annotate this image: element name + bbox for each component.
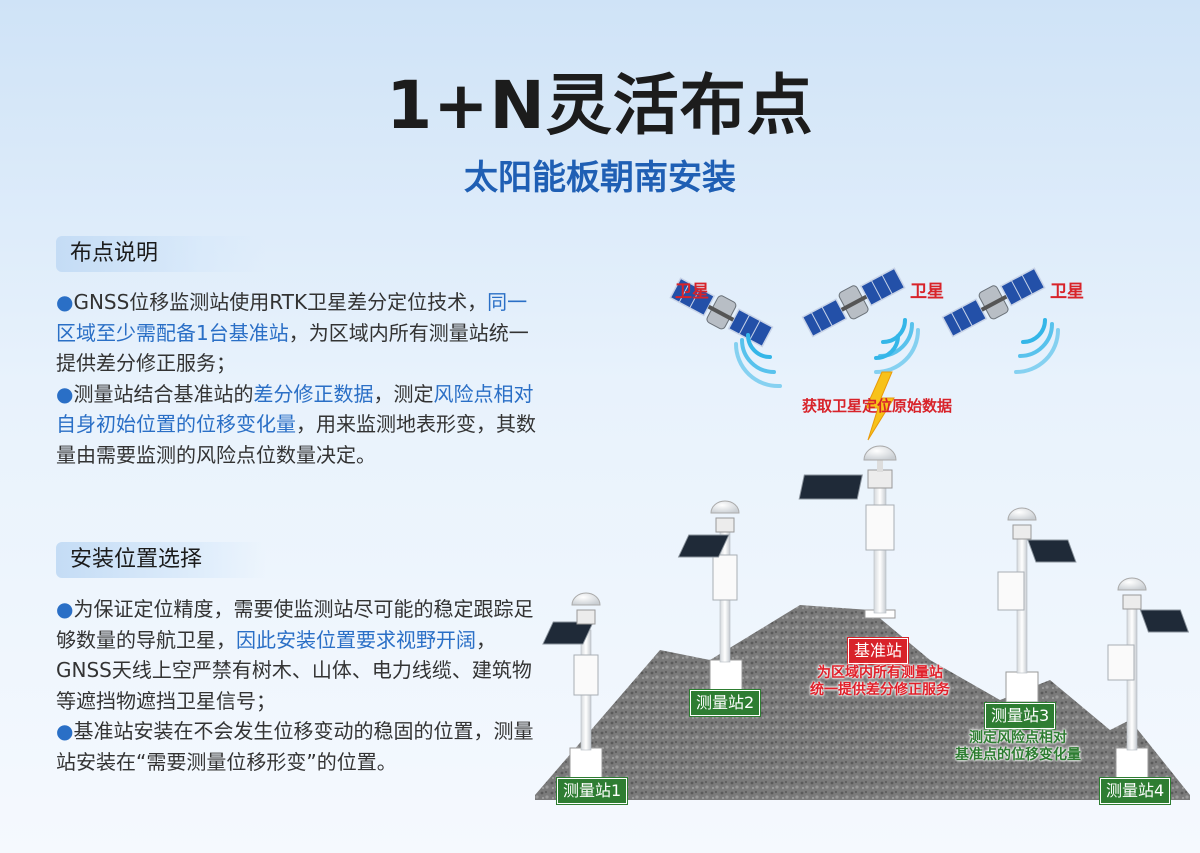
station-3-graphic	[997, 507, 1077, 703]
text: ，为区域内所有测量站统一提供差分修正服务；	[56, 320, 529, 376]
highlight-text: 差分修正数据	[253, 381, 374, 406]
page-subtitle: 太阳能板朝南安装	[464, 158, 736, 198]
text: GNSS位移监测站使用RTK卫星差分定位技术，	[73, 290, 488, 314]
highlight-text: 同一区域至少需配备1台基准站	[56, 290, 528, 345]
bullet-icon: ●	[56, 719, 74, 743]
satellite-icon	[669, 277, 774, 348]
diagram-graphics	[535, 267, 1190, 800]
text: 测量站结合基准站的	[73, 381, 254, 406]
text: 测量站安装在“需要测量位移形变”的位置。	[56, 719, 534, 774]
satellite-icon	[941, 267, 1046, 338]
note-line: 测定风险点相对	[969, 730, 1067, 746]
lightning-bolt-icon	[865, 371, 895, 441]
signal-label: 获取卫星定位原始数据	[802, 397, 953, 415]
bullet-icon: ●	[56, 290, 74, 314]
station-3-tag: 测量站3	[985, 703, 1056, 729]
highlight-text: 风险点相对自身初始位置的位移变化量	[56, 381, 534, 437]
base-station-tag: 基准站	[848, 638, 909, 664]
section-heading-installation: 安装位置选择	[56, 542, 266, 578]
station-2-tag: 测量站2	[690, 690, 761, 716]
satellite-label: 卫星	[1050, 282, 1084, 302]
note-line: 基准点的位移变化量	[955, 747, 1081, 763]
station-3-note: 测定风险点相对 基准点的位移变化量	[938, 730, 1098, 764]
installation-description: ●为保证定位精度，需要使监测站尽可能的稳定跟踪足够数量的导航卫星，因此安装位置要…	[56, 594, 536, 777]
bullet-icon: ●	[56, 597, 74, 621]
text: ，用来监测地表形变，其数量由需要监测的风险点位数量决定。	[56, 412, 536, 467]
note-line: 统一提供差分修正服务	[810, 682, 950, 698]
monitoring-diagram: 卫星 卫星 卫星 获取卫星定位原始数据 基准站 为区域内所有测量站 统一提供差分…	[530, 260, 1200, 853]
satellite-label: 卫星	[675, 282, 709, 302]
station-2-graphic	[677, 500, 743, 691]
satellite-label: 卫星	[910, 282, 944, 302]
text: 为保证定位精度，需要使监测站尽可能的稳定跟踪足够数量的导航卫星，	[56, 597, 534, 652]
signal-waves-icon	[874, 318, 920, 374]
text: 基准站安装在不会发生位移变动的稳固的位置，	[73, 719, 494, 743]
satellite-icon	[801, 267, 906, 338]
base-station-note: 为区域内所有测量站 统一提供差分修正服务	[795, 665, 965, 699]
station-1-graphic	[542, 592, 603, 784]
signal-waves-icon	[733, 333, 900, 389]
station-1-tag: 测量站1	[557, 778, 628, 804]
base-station-graphic	[798, 445, 897, 619]
station-4-tag: 测量站4	[1100, 778, 1171, 804]
signal-waves-icon	[1014, 318, 1060, 374]
section-heading-layout: 布点说明	[56, 236, 266, 272]
text: ，GNSS天线上空严禁有树木、山体、电力线缆、建筑物等遮挡物遮挡卫星信号；	[56, 627, 532, 713]
page-title: 1+N灵活布点	[386, 67, 814, 144]
note-line: 为区域内所有测量站	[817, 665, 943, 681]
text: ，测定	[373, 381, 434, 406]
highlight-text: 因此安装位置要求视野开阔	[236, 627, 476, 652]
layout-description: ●GNSS位移监测站使用RTK卫星差分定位技术，同一区域至少需配备1台基准站，为…	[56, 287, 536, 470]
station-4-graphic	[1107, 577, 1190, 781]
mountain-terrain	[535, 605, 1190, 800]
bullet-icon: ●	[56, 381, 74, 406]
